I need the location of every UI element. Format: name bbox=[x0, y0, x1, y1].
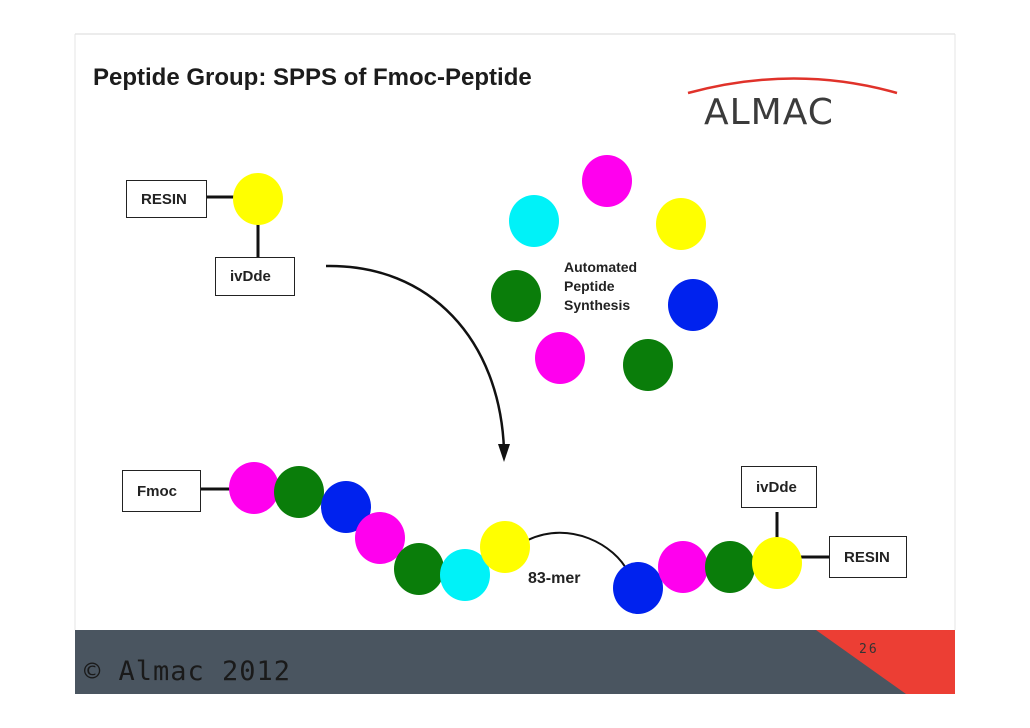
automated-line-3: Synthesis bbox=[564, 297, 631, 313]
amino-acid-circle-green bbox=[623, 339, 673, 391]
synthesis-arrow bbox=[325, 264, 506, 451]
page-number: 26 bbox=[859, 642, 879, 657]
fmoc-label: Fmoc bbox=[137, 482, 178, 500]
amino-acid-circle-magenta bbox=[535, 332, 585, 384]
resin-label-bottom: RESIN bbox=[844, 548, 890, 566]
ivdde-box-top: ivDde bbox=[215, 257, 295, 296]
amino-acid-circle-cyan bbox=[509, 195, 559, 247]
chain-residue-blue bbox=[321, 481, 371, 533]
chain-residue-cyan bbox=[440, 549, 490, 601]
footer-bar bbox=[75, 630, 955, 694]
resin-box-top: RESIN bbox=[126, 180, 207, 218]
resin-bead-circle bbox=[233, 173, 283, 225]
automated-line-2: Peptide bbox=[564, 278, 615, 294]
resin-label-top: RESIN bbox=[141, 190, 187, 208]
automated-line-1: Automated bbox=[564, 259, 638, 275]
fmoc-box: Fmoc bbox=[122, 470, 201, 512]
ivdde-label-top: ivDde bbox=[230, 268, 271, 285]
chain-residue-green bbox=[394, 543, 444, 595]
ivdde-label-bottom: ivDde bbox=[756, 478, 797, 496]
almac-logo: ALMAC bbox=[704, 92, 834, 133]
resin-box-bottom: RESIN bbox=[829, 536, 907, 578]
chain-residue-magenta bbox=[658, 541, 708, 593]
amino-acid-circle-green bbox=[491, 270, 541, 322]
copyright-text: © Almac 2012 bbox=[84, 656, 292, 687]
amino-acid-circle-yellow bbox=[656, 198, 706, 250]
chain-residue-yellow bbox=[752, 537, 802, 589]
almac-logo-arc bbox=[687, 77, 898, 95]
chain-residue-magenta bbox=[229, 462, 279, 514]
amino-acid-circle-magenta bbox=[582, 155, 632, 207]
synthesis-arrowhead bbox=[498, 444, 510, 462]
chain-residue-green bbox=[705, 541, 755, 593]
chain-length-label: 83-mer bbox=[528, 570, 581, 587]
chain-residue-yellow bbox=[480, 521, 530, 573]
chain-arc bbox=[527, 531, 629, 573]
chain-residue-green bbox=[274, 466, 324, 518]
chain-residue-magenta bbox=[355, 512, 405, 564]
footer-red-accent bbox=[816, 630, 955, 694]
ivdde-box-bottom: ivDde bbox=[741, 466, 817, 508]
slide-title: Peptide Group: SPPS of Fmoc-Peptide bbox=[93, 64, 532, 91]
automated-synthesis-label: Automated Peptide Synthesis bbox=[564, 258, 637, 315]
amino-acid-circle-blue bbox=[668, 279, 718, 331]
chain-residue-blue bbox=[613, 562, 663, 614]
